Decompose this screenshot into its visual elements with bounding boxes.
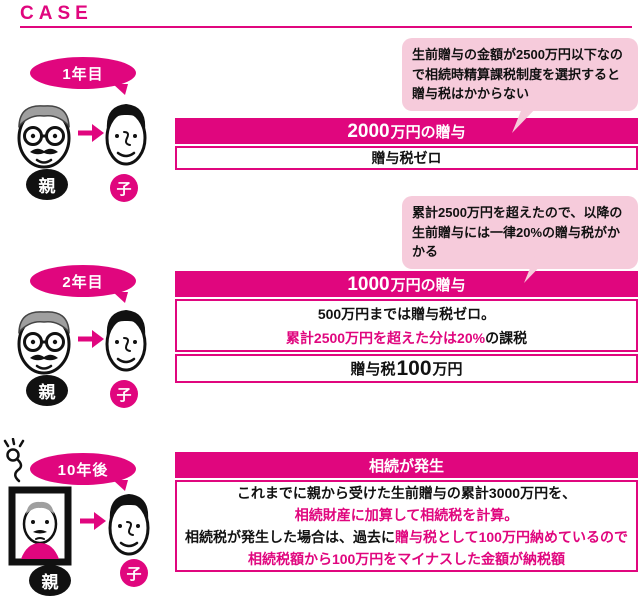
parent-face-illustration bbox=[17, 311, 71, 375]
inheritance-line4: 相続税額から100万円をマイナスした金額が納税額 bbox=[247, 551, 566, 567]
year10-badge-tail bbox=[113, 480, 128, 491]
year1-result-box: 贈与税ゼロ bbox=[175, 146, 638, 170]
year2-badge: 2年目 bbox=[30, 265, 136, 303]
inheritance-header-text: 相続が発生 bbox=[368, 457, 444, 475]
year10-badge-label: 10年後 bbox=[57, 461, 109, 479]
year2-tax-suffix: 万円 bbox=[432, 361, 463, 378]
year2-tax-amount: 100 bbox=[396, 357, 432, 380]
gift-arrow-icon bbox=[80, 512, 106, 530]
inheritance-line3: 相続税が発生した場合は、過去に贈与税として100万円納めているので bbox=[185, 526, 628, 548]
year1-badge: 1年目 bbox=[30, 57, 136, 95]
year1-note-bubble: 生前贈与の金額が2500万円以下なので相続時精算課税制度を選択すると贈与税はかか… bbox=[402, 38, 638, 111]
child-label-badge: 子 bbox=[120, 559, 148, 587]
inheritance-line3-black: 相続税が発生した場合は、過去に bbox=[185, 529, 396, 545]
year2-detail-line2-rest: の課税 bbox=[485, 329, 528, 346]
page-title: CASE bbox=[20, 3, 93, 24]
incense-smoke-icon bbox=[3, 438, 25, 483]
gift-arrow-icon bbox=[78, 124, 104, 142]
year2-detail-line2: 累計2500万円を超えた分は20%の課税 bbox=[286, 326, 527, 350]
inheritance-line3-accent: 贈与税として100万円納めているので bbox=[395, 529, 628, 545]
year1-gift-amount: 2000 bbox=[347, 120, 390, 142]
year1-gift-bar: 2000 万円の贈与 bbox=[175, 118, 638, 144]
year2-badge-label: 2年目 bbox=[62, 273, 104, 291]
child-face-illustration bbox=[105, 310, 147, 372]
year1-result-text: 贈与税ゼロ bbox=[371, 150, 442, 166]
inheritance-line1: これまでに親から受けた生前贈与の累計3000万円を、 bbox=[236, 485, 577, 501]
year2-detail-line2-accent: 累計2500万円を超えた分は20% bbox=[285, 329, 486, 346]
year2-tax-prefix: 贈与税 bbox=[350, 361, 396, 378]
inheritance-detail-box: これまでに親から受けた生前贈与の累計3000万円を、 相続財産に加算して相続税を… bbox=[175, 480, 638, 572]
child-label-badge: 子 bbox=[110, 174, 138, 202]
year2-tax-box: 贈与税 100 万円 bbox=[175, 354, 638, 383]
year1-badge-label: 1年目 bbox=[62, 65, 104, 83]
parent-label-badge: 親 bbox=[29, 565, 71, 596]
parent-label-badge: 親 bbox=[26, 169, 68, 200]
child-face-illustration bbox=[108, 494, 150, 556]
year2-gift-bar: 1000 万円の贈与 bbox=[175, 271, 638, 297]
child-face-illustration bbox=[105, 104, 147, 166]
year2-gift-amount: 1000 bbox=[347, 273, 390, 295]
year2-note-bubble: 累計2500万円を超えたので、以降の生前贈与には一律20%の贈与税がかかる bbox=[402, 196, 638, 269]
inheritance-line2: 相続財産に加算して相続税を計算。 bbox=[294, 507, 519, 523]
inheritance-header-bar: 相続が発生 bbox=[175, 452, 638, 478]
memorial-portrait-illustration bbox=[8, 486, 72, 566]
year2-detail-line1: 500万円までは贈与税ゼロ。 bbox=[317, 305, 496, 322]
parent-label-badge: 親 bbox=[26, 375, 68, 406]
year10-badge: 10年後 bbox=[30, 453, 136, 491]
child-label-badge: 子 bbox=[110, 380, 138, 408]
gift-arrow-icon bbox=[78, 330, 104, 348]
year1-badge-tail bbox=[113, 84, 128, 95]
year2-detail-box: 500万円までは贈与税ゼロ。 累計2500万円を超えた分は20%の課税 bbox=[175, 299, 638, 352]
year2-gift-label: 万円の贈与 bbox=[390, 276, 466, 294]
year1-gift-label: 万円の贈与 bbox=[390, 123, 466, 141]
parent-face-illustration bbox=[17, 105, 71, 169]
title-underline bbox=[20, 26, 632, 28]
year2-badge-tail bbox=[113, 292, 128, 303]
